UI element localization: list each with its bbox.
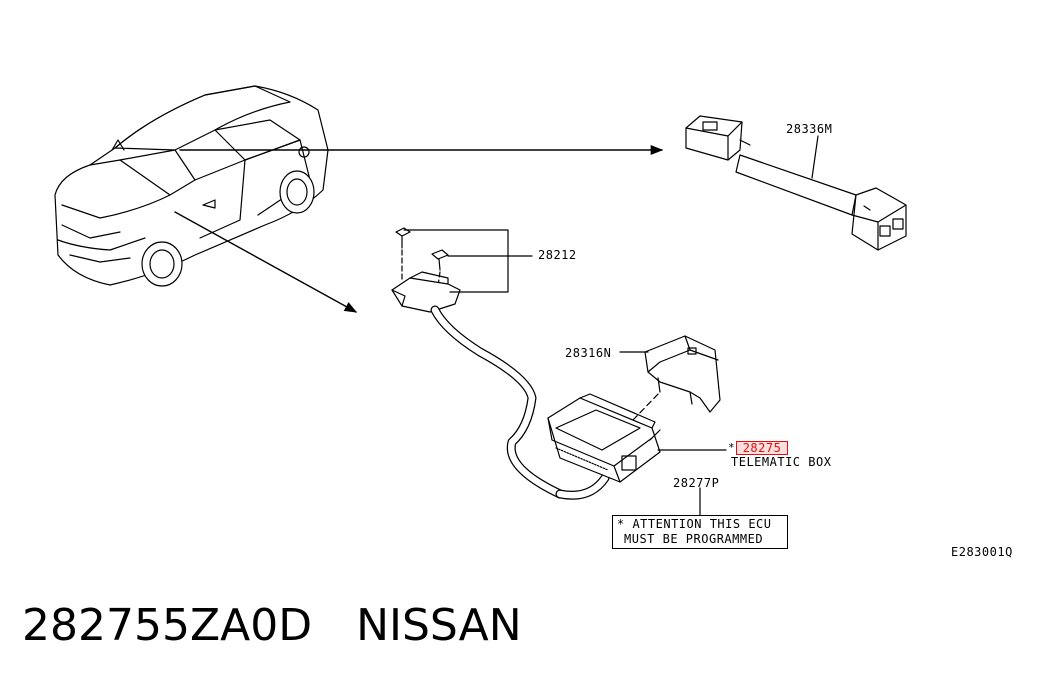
leader-lines: [403, 135, 819, 516]
harness-28336m: [685, 115, 907, 251]
highlighted-part-number[interactable]: 28275: [736, 441, 788, 455]
attention-note: * ATTENTION THIS ECU MUST BE PROGRAMMED: [612, 515, 788, 549]
callout-28277p: 28277P: [673, 476, 720, 490]
telematic-box-assembly: [391, 271, 661, 500]
part-caption: 282755ZA0D NISSAN: [22, 596, 522, 656]
screws-28212: [395, 227, 449, 287]
brand-name: NISSAN: [356, 600, 522, 651]
callout-28336m: 28336M: [786, 122, 833, 136]
vehicle-illustration: [54, 85, 329, 287]
callout-28212: 28212: [538, 248, 577, 262]
figure-id: E283001Q: [951, 545, 1013, 559]
asterisk-mark: *: [728, 441, 735, 454]
bracket-28316n: [644, 335, 721, 413]
callout-telematic-box: TELEMATIC BOX: [731, 455, 832, 469]
attention-line-2: MUST BE PROGRAMMED: [624, 532, 764, 546]
location-arrows: [174, 144, 664, 313]
callout-28316n: 28316N: [565, 346, 612, 360]
parts-diagram: [54, 85, 907, 516]
attention-line-1: * ATTENTION THIS ECU: [617, 517, 772, 531]
part-number: 282755ZA0D: [22, 600, 313, 651]
